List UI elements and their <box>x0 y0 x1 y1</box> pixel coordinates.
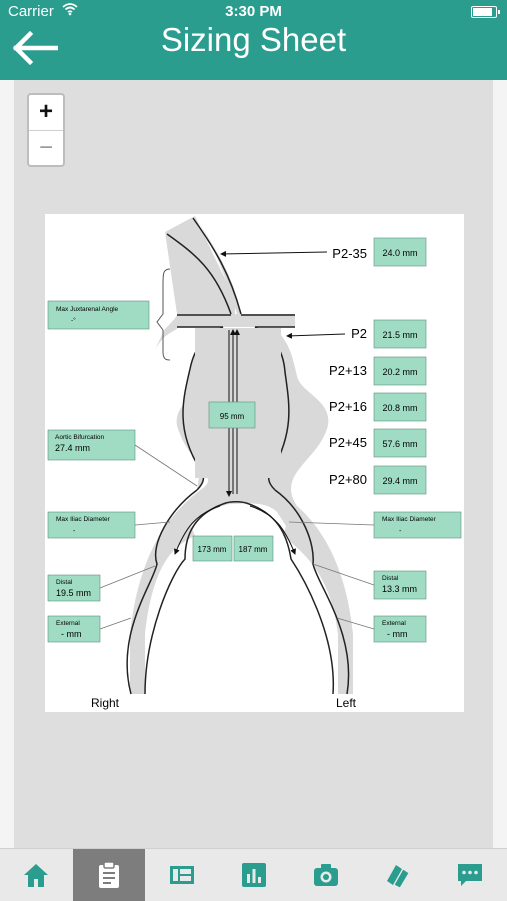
page-title: Sizing Sheet <box>160 21 347 58</box>
max-juxtarenal-label: Max Juxtarenal Angle <box>56 306 119 313</box>
aortic-bifurcation-box <box>47 429 136 461</box>
measurement-labels: P2-35 P2 P2+13 P2+16 P2+45 P2+80 <box>329 246 367 487</box>
right-max-iliac-value: - <box>73 528 76 535</box>
measurement-value: 29.4 mm <box>382 476 417 486</box>
left-length-value: 187 mm <box>239 545 268 554</box>
center-length-box <box>208 401 256 429</box>
tab-layout[interactable] <box>146 849 218 901</box>
battery-icon <box>471 6 500 18</box>
zoom-control: + − <box>27 93 65 167</box>
nav-bar: Sizing Sheet <box>0 22 507 80</box>
right-distal-label: Distal <box>56 579 73 586</box>
left-max-iliac-label: Max Iliac Diameter <box>382 516 437 523</box>
layout-icon <box>170 866 194 884</box>
right-side-label: Right <box>91 696 120 710</box>
left-distal-label: Distal <box>382 575 399 582</box>
status-bar: Carrier 3:30 PM <box>0 0 507 22</box>
measurement-value: 20.2 mm <box>382 367 417 377</box>
max-juxtarenal-value: -° <box>71 316 76 324</box>
clipboard-icon <box>99 861 119 888</box>
measurement-value: 57.6 mm <box>382 439 417 449</box>
measurement-label: P2 <box>351 326 367 341</box>
p2-35-leader <box>220 250 328 257</box>
left-external-label: External <box>382 620 406 627</box>
chat-icon <box>458 864 482 886</box>
measurement-label: P2+13 <box>329 363 367 378</box>
tab-statistics[interactable] <box>218 849 290 901</box>
left-external-box <box>373 615 427 643</box>
zoom-out-button[interactable]: − <box>38 134 53 161</box>
right-max-iliac-label: Max Iliac Diameter <box>56 516 111 523</box>
right-distal-value: 19.5 mm <box>56 588 91 598</box>
measurement-label: P2-35 <box>332 246 367 261</box>
home-icon <box>24 864 48 887</box>
measurement-label: P2+80 <box>329 472 367 487</box>
content-gutter-right <box>493 80 507 848</box>
measurement-label: P2+16 <box>329 399 367 414</box>
carrier-label: Carrier <box>8 3 54 20</box>
back-arrow-icon[interactable] <box>10 28 59 68</box>
tab-messages[interactable] <box>434 849 506 901</box>
left-distal-value: 13.3 mm <box>382 584 417 594</box>
left-max-iliac-box <box>373 511 462 539</box>
aortic-bifurcation-value: 27.4 mm <box>55 443 90 453</box>
tab-bar <box>0 848 507 901</box>
aorta-diagram <box>126 216 353 695</box>
tab-camera[interactable] <box>290 849 362 901</box>
left-side-label: Left <box>336 696 357 710</box>
left-max-iliac-value: - <box>399 528 402 535</box>
right-length-box <box>192 535 233 562</box>
right-external-value: - mm <box>61 629 82 639</box>
p2-leader <box>286 332 346 339</box>
right-max-iliac-box <box>47 511 136 539</box>
left-distal-box <box>373 570 427 600</box>
measurement-value: 21.5 mm <box>382 330 417 340</box>
tab-home[interactable] <box>0 849 72 901</box>
max-juxtarenal-box <box>47 300 150 330</box>
measurement-value: 20.8 mm <box>382 403 417 413</box>
measurement-label: P2+45 <box>329 435 367 450</box>
sizing-sheet: P2-35 P2 P2+13 P2+16 P2+45 P2+80 24.0 mm… <box>45 214 464 712</box>
right-length-value: 173 mm <box>198 545 227 554</box>
right-distal-box <box>47 574 101 602</box>
content-gutter-left <box>0 80 14 848</box>
left-length-box <box>233 535 274 562</box>
aortic-bifurcation-label: Aortic Bifurcation <box>55 434 105 441</box>
wifi-icon <box>62 2 78 20</box>
left-external-value: - mm <box>387 629 408 639</box>
center-length-value: 95 mm <box>220 412 245 421</box>
measurement-value: 24.0 mm <box>382 248 417 258</box>
right-external-box <box>47 615 101 643</box>
zoom-in-button[interactable]: + <box>29 95 63 131</box>
clock: 3:30 PM <box>225 3 282 20</box>
bar-chart-icon <box>242 863 266 887</box>
tab-cards[interactable] <box>362 849 434 901</box>
camera-icon <box>314 864 338 886</box>
measurement-values: 24.0 mm 21.5 mm 20.2 mm 20.8 mm 57.6 mm … <box>373 237 427 495</box>
right-external-label: External <box>56 620 80 627</box>
tab-clipboard[interactable] <box>73 849 145 901</box>
cards-icon <box>387 865 410 889</box>
